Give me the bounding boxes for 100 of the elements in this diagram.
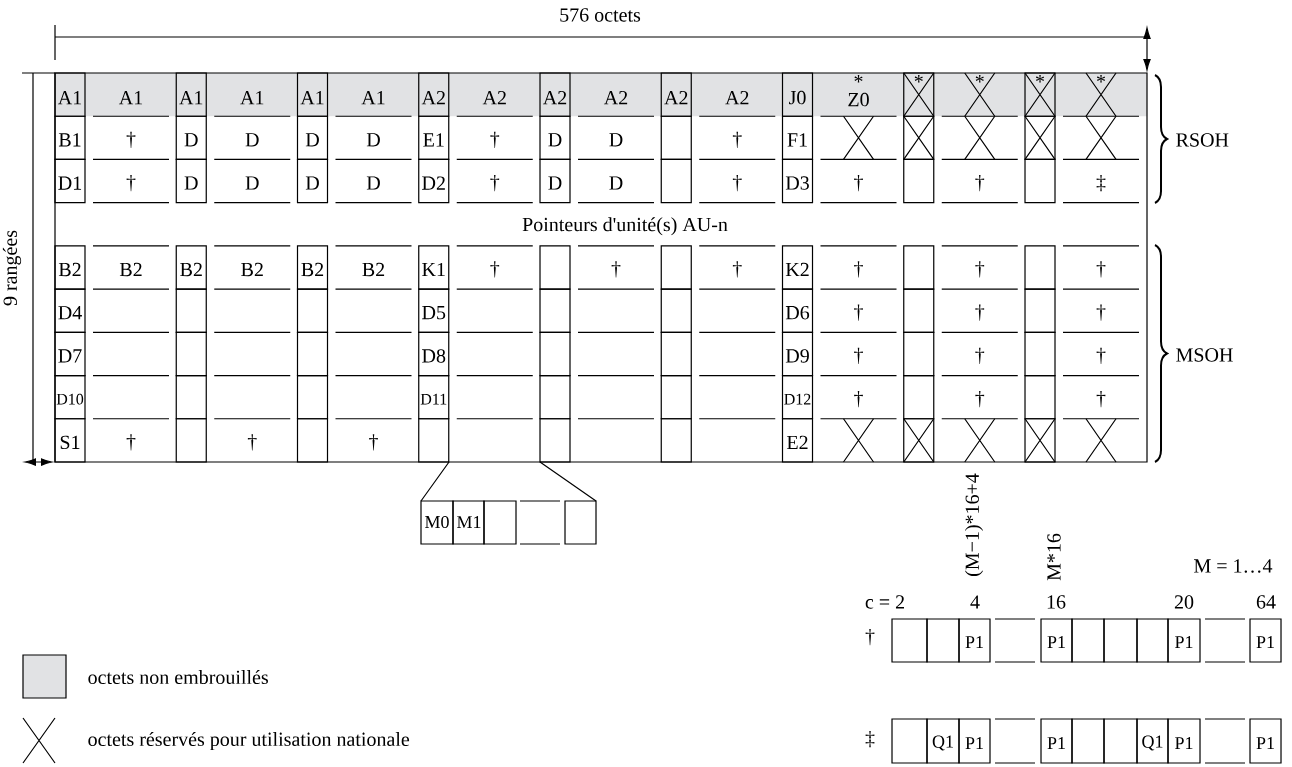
cell-text: † <box>975 174 985 192</box>
pointer-row-text: Pointeurs d'unité(s) AU-n <box>522 217 728 236</box>
cell-text: D <box>366 133 380 147</box>
cell-text: † <box>490 261 500 278</box>
cell-text: K2 <box>785 262 809 277</box>
cell-text: A2 <box>603 91 628 105</box>
position-label: 16 <box>1047 595 1066 609</box>
byte-text: P1 <box>965 636 983 648</box>
byte-text: Q1 <box>932 735 953 751</box>
cell-text: D <box>184 176 198 190</box>
cell-text: B2 <box>119 262 142 277</box>
asterisk: * <box>854 75 863 83</box>
cell-text: † <box>854 391 863 408</box>
position-label: 20 <box>1174 595 1194 609</box>
cell-text: D2 <box>422 176 445 190</box>
cell-text: E2 <box>786 435 808 449</box>
cell-text: D <box>305 176 319 190</box>
cell-text: † <box>1096 304 1106 321</box>
cell-text: D1 <box>58 176 82 190</box>
cell-text: ‡ <box>1096 174 1106 192</box>
cell-text: D <box>366 176 380 190</box>
byte-text: P1 <box>1047 636 1065 648</box>
byte-text: P1 <box>1047 737 1065 749</box>
cell-text: D <box>548 176 562 190</box>
cell-text: K1 <box>422 262 445 277</box>
cell-text: D7 <box>58 349 82 363</box>
cell-text: B2 <box>58 262 81 277</box>
cell-text: D12 <box>784 393 811 405</box>
cell-text: † <box>732 261 742 278</box>
cell-text: E1 <box>423 133 444 147</box>
dimension-label: 576 octets <box>560 8 641 22</box>
dimension-label: 9 rangées <box>2 230 22 306</box>
cell-text: † <box>1096 391 1106 408</box>
byte-text: P1 <box>1256 636 1274 648</box>
cell-text: D <box>609 133 623 147</box>
byte-text: P1 <box>965 737 983 749</box>
legend-text: octets réservés pour utilisation nationale <box>88 731 410 751</box>
cell-text: A1 <box>179 91 203 105</box>
cell-text: † <box>854 261 863 278</box>
cell-text: A2 <box>725 91 749 105</box>
cell-text: † <box>975 347 985 365</box>
asterisk: * <box>975 75 984 83</box>
cell-text: B1 <box>58 133 81 147</box>
cell-text: † <box>369 434 378 451</box>
cell-text: D <box>305 133 319 147</box>
cell-text: A2 <box>542 91 567 105</box>
cell-text: D4 <box>58 306 82 320</box>
cell-text: A1 <box>118 91 143 105</box>
position-label: 4 <box>970 595 980 609</box>
cell-text: D5 <box>422 306 446 320</box>
cell-text: † <box>126 131 136 148</box>
cell-text: A1 <box>240 91 264 105</box>
cell-text: D8 <box>422 349 446 363</box>
cell-text: A1 <box>361 91 385 105</box>
section-label: MSOH <box>1176 348 1233 362</box>
cell-text: † <box>247 434 257 451</box>
cell-text: B2 <box>180 262 202 277</box>
cell-text: D11 <box>420 393 447 405</box>
cell-text: S1 <box>60 435 80 450</box>
cell-text: † <box>1096 261 1106 278</box>
cell-text: † <box>732 131 742 148</box>
section-label: RSOH <box>1176 133 1229 147</box>
cell-text: D6 <box>785 306 810 320</box>
asterisk: * <box>1097 75 1106 83</box>
position-label: 64 <box>1256 595 1276 609</box>
cell-text: A2 <box>421 91 445 105</box>
cell-text: † <box>490 174 500 192</box>
cell-text: A2 <box>482 91 506 105</box>
position-label: c = 2 <box>865 595 904 609</box>
cell-text: † <box>126 434 136 451</box>
cell-text: F1 <box>787 133 807 147</box>
cell-text: D3 <box>785 176 809 190</box>
cell-text: † <box>854 304 863 321</box>
cell-text: D <box>184 133 198 147</box>
byte-text: M1 <box>457 516 481 528</box>
cell-text: J0 <box>789 90 806 105</box>
byte-text: P1 <box>1175 636 1193 648</box>
cell-text: D <box>245 133 259 147</box>
cell-text: D <box>548 133 562 147</box>
byte-text: M0 <box>425 515 449 529</box>
cell-text: A1 <box>57 91 82 105</box>
cell-text: A1 <box>300 91 324 105</box>
byte-text: Q1 <box>1142 735 1163 751</box>
cell-text: † <box>1096 347 1106 365</box>
cell-text: D <box>609 176 623 190</box>
cell-text: D <box>245 176 259 190</box>
cell-text: † <box>126 174 136 192</box>
cell-text: A2 <box>664 91 688 105</box>
legend-text: octets non embrouillés <box>88 669 268 685</box>
byte-text: P1 <box>1256 737 1274 749</box>
cell-text: D10 <box>56 393 84 405</box>
row-symbol: † <box>865 628 875 646</box>
row-symbol: ‡ <box>865 730 875 748</box>
cell-text: D9 <box>785 349 809 363</box>
cell-text: † <box>854 174 863 192</box>
byte-text: P1 <box>1175 737 1193 749</box>
position-label: (M−1)*16+4 <box>964 473 984 576</box>
cell-text: B2 <box>362 262 385 277</box>
range-label: M = 1…4 <box>1194 559 1273 573</box>
cell-text: † <box>611 261 621 278</box>
